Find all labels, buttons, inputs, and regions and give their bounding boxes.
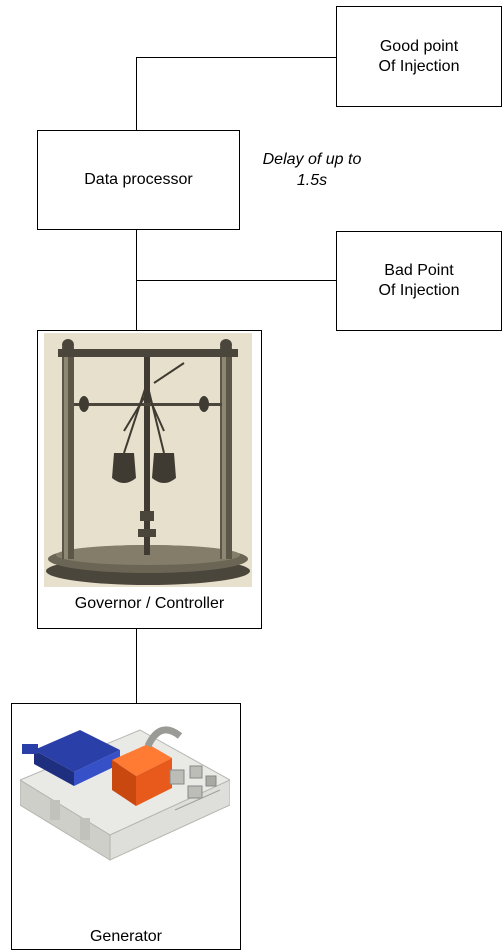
data-processor-label: Data processor (84, 171, 193, 188)
generator-label: Generator (89, 928, 163, 945)
bad-point-label-line1: Bad Point (384, 262, 454, 279)
bad-point-label-line2: Of Injection (378, 282, 460, 299)
connector-good-to-processor (136, 57, 137, 130)
delay-annotation: Delay of up to 1.5s (246, 149, 378, 191)
governor-image (44, 333, 252, 587)
generator-image (20, 726, 230, 861)
connector-bad-point (136, 280, 336, 281)
connector-good-point (136, 57, 336, 58)
governor-box: Governor / Controller (37, 330, 262, 629)
delay-annotation-line2: 1.5s (296, 172, 328, 189)
good-point-label-line2: Of Injection (378, 57, 460, 75)
good-point-box: Good point Of Injection (336, 6, 502, 107)
delay-annotation-line1: Delay of up to (262, 151, 362, 168)
bad-point-box: Bad Point Of Injection (336, 231, 502, 331)
good-point-label-line1: Good point (379, 37, 459, 55)
connector-governor-to-generator (136, 628, 137, 703)
governor-label: Governor / Controller (74, 595, 225, 612)
data-processor-box: Data processor (37, 130, 240, 230)
generator-box: Generator (11, 703, 241, 950)
